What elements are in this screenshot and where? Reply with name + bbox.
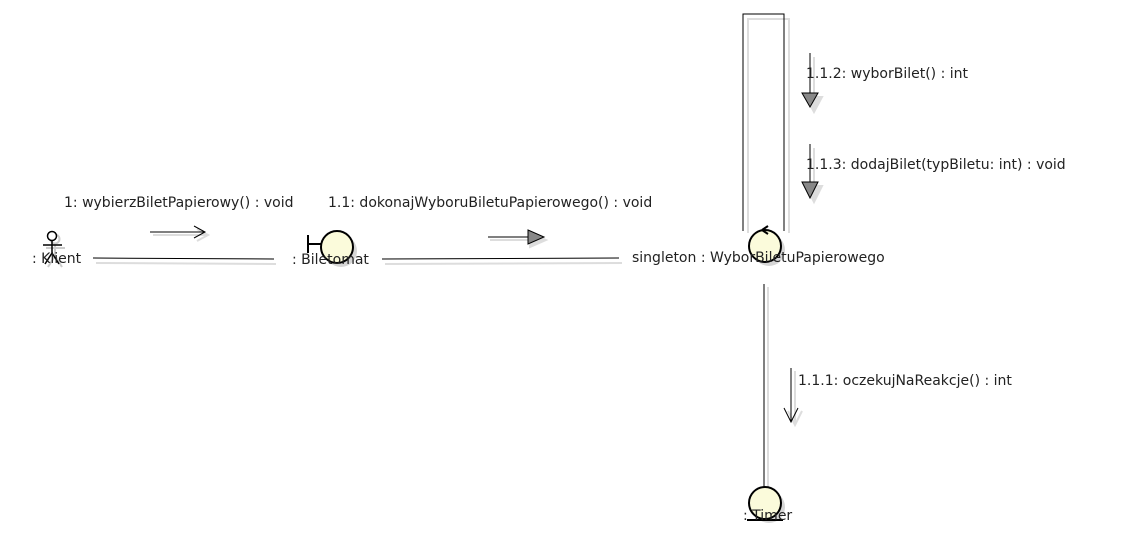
message-arrow-1-1-1	[783, 368, 803, 428]
participant-label-timer: : Timer	[743, 508, 792, 524]
message-label-1-1-1: 1.1.1: oczekujNaReakcje() : int	[798, 373, 1012, 389]
boundary-icon	[307, 230, 357, 267]
control-wybor[interactable]: singleton : WyborBiletuPapierowego	[632, 225, 885, 266]
participant-label-biletomat: : Biletomat	[292, 252, 369, 268]
link-biletomat-wybor	[381, 257, 623, 265]
entity-timer[interactable]: : Timer	[743, 486, 792, 524]
self-link-wybor	[742, 13, 790, 233]
message-label-1-1: 1.1: dokonajWyboruBiletuPapierowego() : …	[328, 195, 652, 211]
message-arrow-1-1-2	[801, 53, 824, 115]
message-label-1-1-3: 1.1.3: dodajBilet(typBiletu: int) : void	[806, 157, 1066, 173]
message-arrow-1	[150, 225, 211, 242]
entity-icon	[747, 486, 785, 523]
message-label-1-1-2: 1.1.2: wyborBilet() : int	[806, 66, 969, 82]
boundary-biletomat[interactable]: : Biletomat	[292, 230, 369, 268]
participant-label-wybor: singleton : WyborBiletuPapierowego	[632, 250, 885, 266]
control-icon	[748, 225, 785, 266]
participant-label-klient: : Klient	[32, 251, 82, 267]
message-arrow-1-1-3	[801, 144, 824, 205]
message-arrow-1-1	[488, 229, 549, 249]
actor-klient[interactable]: : Klient	[32, 230, 82, 268]
actor-icon	[43, 230, 65, 268]
message-label-1: 1: wybierzBiletPapierowy() : void	[64, 195, 294, 211]
link-wybor-timer	[763, 284, 769, 492]
link-klient-biletomat	[92, 257, 277, 265]
